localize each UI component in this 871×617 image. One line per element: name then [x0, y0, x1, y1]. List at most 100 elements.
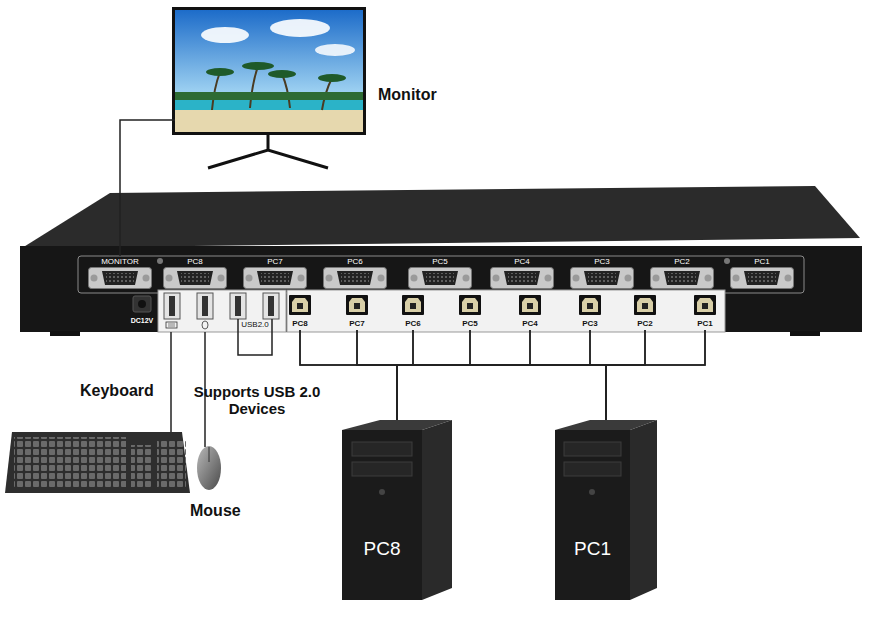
- keyboard-nav-keys: [131, 445, 153, 488]
- keyboard-icon-keys: [168, 324, 175, 326]
- port-label: PC2: [662, 257, 702, 266]
- monitor-bezel: [172, 7, 366, 135]
- usb-a-port: [164, 293, 180, 319]
- connector-cable: [397, 330, 590, 420]
- node-text: PC3: [568, 319, 612, 328]
- node-text: PC2: [623, 319, 667, 328]
- usb-b-port: PC6: [391, 292, 435, 330]
- switch-foot: [790, 331, 820, 336]
- monitor-sky: [175, 10, 363, 98]
- usb-b-port: PC1: [683, 292, 727, 330]
- screw: [157, 258, 163, 264]
- usb-b-port: [694, 295, 716, 315]
- tower-side: [630, 420, 657, 600]
- node-text: PC6: [391, 319, 435, 328]
- port-label: PC3: [582, 257, 622, 266]
- usb-b-port: PC7: [335, 292, 379, 330]
- port-label: PC5: [420, 257, 460, 266]
- connector-cable: [413, 330, 606, 420]
- screw: [724, 258, 730, 264]
- usb-b-port: PC2: [623, 292, 667, 330]
- connector-cable: [397, 330, 470, 420]
- switch-foot: [50, 331, 80, 336]
- usb-a-tongue: [235, 296, 241, 316]
- mouse-icon: [202, 321, 208, 329]
- usb-b-port: [634, 295, 656, 315]
- cloud: [201, 27, 249, 43]
- pc-tower: PC1: [555, 420, 657, 600]
- tower-side: [422, 420, 452, 600]
- power-socket: [138, 300, 146, 308]
- callout-note: Supports USB 2.0 Devices: [186, 383, 328, 418]
- dvi-port: MONITOR: [92, 256, 148, 292]
- connector-cable: [606, 330, 645, 420]
- connector-cable: [590, 330, 606, 420]
- usb-b-port: PC4: [508, 292, 552, 330]
- port-label: PC7: [255, 257, 295, 266]
- connector-cable: [397, 330, 705, 420]
- palm-leaf: [242, 62, 274, 70]
- port-label: PC8: [175, 257, 215, 266]
- connector-cable: [357, 330, 397, 420]
- power-button: [379, 489, 385, 495]
- usb-b-port: [346, 295, 368, 315]
- cloud: [270, 19, 330, 37]
- node-text: PC8: [342, 538, 422, 560]
- usb-b-port: [579, 295, 601, 315]
- node-text: PC8: [278, 319, 322, 328]
- dvi-port: [409, 268, 472, 289]
- usb-b-port: [402, 295, 424, 315]
- node-text: PC5: [448, 319, 492, 328]
- monitor-beach: [175, 110, 363, 132]
- tower-front: [555, 430, 630, 600]
- port-label: USB2.0: [230, 320, 280, 329]
- mouse-body: [197, 446, 221, 490]
- palm-leaves: [175, 62, 363, 100]
- drive-bay: [352, 462, 412, 476]
- connector-cable: [470, 330, 606, 420]
- connector-cable: [357, 330, 606, 420]
- keyboard-numpad: [157, 440, 186, 488]
- port-label: PC1: [742, 257, 782, 266]
- connector-cable: [120, 120, 175, 256]
- monitor-screen: Monitor: [175, 10, 363, 132]
- dvi-port: [324, 268, 387, 289]
- drive-bay: [564, 442, 621, 456]
- connector-cable: [606, 330, 705, 420]
- keyboard-cable: [170, 332, 172, 432]
- mouse-split: [209, 447, 210, 462]
- connector-cable: [397, 330, 645, 420]
- usb-a-tongue: [169, 296, 175, 316]
- monitor-stand: [208, 135, 328, 168]
- palm-leaf: [206, 68, 234, 76]
- switch-top: [22, 186, 860, 248]
- usb-b-port: [289, 295, 311, 315]
- dvi-frame: [78, 256, 804, 293]
- tower-front: [342, 430, 422, 600]
- power-button: [589, 489, 595, 495]
- connector-cable: [397, 330, 413, 420]
- usb-a-tongue: [202, 296, 208, 316]
- node-text: PC7: [335, 319, 379, 328]
- connector-cable: [300, 330, 397, 420]
- power-jack: [133, 296, 151, 312]
- mouse: Mouse: [197, 447, 223, 491]
- connector-cable: [300, 330, 606, 420]
- dvi-port: [244, 268, 307, 289]
- cloud: [315, 44, 355, 56]
- tree-line: [175, 92, 363, 100]
- usb-b-port: [459, 295, 481, 315]
- palm-leaf: [268, 70, 296, 78]
- node-text: Monitor: [378, 86, 468, 104]
- dvi-port: [491, 268, 554, 289]
- usb-a-port: [230, 293, 246, 319]
- node-text: Keyboard: [80, 382, 170, 400]
- connector-cable: [397, 330, 530, 420]
- dvi-port: [651, 268, 714, 289]
- power-label: DC12V: [122, 317, 162, 325]
- usb-b-port: PC8: [278, 292, 322, 330]
- node-text: MONITOR: [92, 257, 148, 266]
- usb-b-port: PC5: [448, 292, 492, 330]
- node-text: PC1: [683, 319, 727, 328]
- usb-a-tongue: [268, 296, 274, 316]
